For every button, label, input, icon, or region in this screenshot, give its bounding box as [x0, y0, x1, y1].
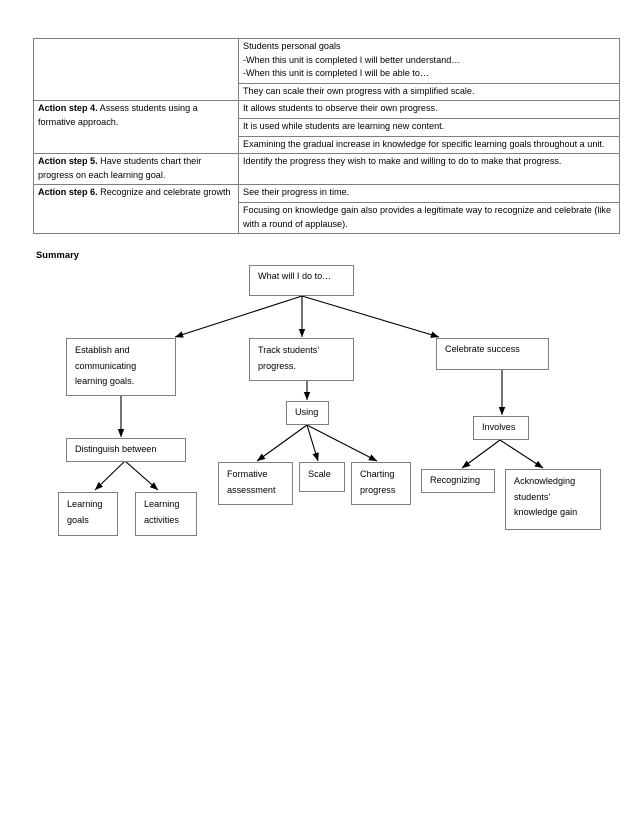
- node-root[interactable]: What will I do to…: [249, 265, 354, 296]
- node-formative-assessment[interactable]: Formative assessment: [218, 462, 293, 505]
- action-step-5-label: Action step 5.: [38, 156, 98, 167]
- node-involves-label: Involves: [482, 422, 516, 432]
- connector-root-to-celebrate: [301, 295, 440, 338]
- cell-line: -When this unit is completed I will bett…: [243, 54, 461, 65]
- node-using[interactable]: Using: [286, 401, 329, 425]
- connector-distinguish-to-goals: [94, 460, 126, 491]
- connector-involves-to-acknowledging: [499, 439, 544, 469]
- action-step-4-label: Action step 4.: [38, 103, 98, 114]
- cell-line: Students personal goals: [243, 41, 341, 51]
- node-acknowledging-knowledge-gain[interactable]: Acknowledging students’ knowledge gain: [505, 469, 601, 530]
- table-row: Action step 5. Have students chart their…: [33, 153, 620, 186]
- action-step-5-text: Have students chart their progress on ea…: [38, 156, 202, 180]
- table-cell-identify-progress: Identify the progress they wish to make …: [238, 153, 620, 186]
- summary-heading: Summary: [36, 250, 80, 260]
- cell-line: -When this unit is completed I will be a…: [243, 68, 430, 79]
- summary-table-container: Students personal goals -When this unit …: [33, 37, 620, 235]
- node-track-progress[interactable]: Track students’ progress.: [249, 338, 354, 381]
- table-cell-blank: [33, 37, 239, 102]
- node-recognizing[interactable]: Recognizing: [421, 469, 495, 493]
- table-cell-action-step-5: Action step 5. Have students chart their…: [33, 153, 239, 186]
- action-step-6-label: Action step 6.: [38, 187, 98, 198]
- node-establish-learning-goals[interactable]: Establish and communicating learning goa…: [66, 338, 176, 396]
- connector-involves-to-recognizing: [461, 439, 501, 469]
- connector-using-to-formative: [256, 424, 308, 462]
- connector-root-to-establish: [174, 295, 303, 338]
- node-root-label: What will I do to…: [258, 271, 332, 281]
- node-celebrate-label: Celebrate success: [445, 344, 520, 354]
- table-row: Students personal goals -When this unit …: [33, 37, 620, 102]
- node-recognizing-label: Recognizing: [430, 475, 481, 485]
- node-learning-goals[interactable]: Learning goals: [58, 492, 118, 536]
- connector-using-to-scale: [306, 424, 319, 462]
- node-charting-label: Charting progress: [360, 469, 396, 495]
- node-charting-progress[interactable]: Charting progress: [351, 462, 411, 505]
- connector-distinguish-to-activities: [124, 460, 159, 491]
- action-steps-table: Students personal goals -When this unit …: [33, 37, 620, 235]
- table-row: Focusing on knowledge gain also provides…: [34, 201, 620, 235]
- node-distinguish-between[interactable]: Distinguish between: [66, 438, 186, 462]
- node-acknowledging-label: Acknowledging students’ knowledge gain: [514, 476, 578, 518]
- node-learning-activities[interactable]: Learning activities: [135, 492, 197, 536]
- node-celebrate-success[interactable]: Celebrate success: [436, 338, 549, 370]
- connector-using-to-charting: [306, 424, 378, 462]
- node-distinguish-label: Distinguish between: [75, 444, 157, 454]
- table-cell-personal-goals: Students personal goals -When this unit …: [238, 38, 620, 84]
- table-cell-knowledge-gain: Focusing on knowledge gain also provides…: [238, 201, 620, 235]
- node-formative-label: Formative assessment: [227, 469, 276, 495]
- node-using-label: Using: [295, 407, 319, 417]
- action-step-4-text: Assess students using a formative approa…: [38, 103, 198, 127]
- node-learning-goals-label: Learning goals: [67, 499, 103, 525]
- node-track-label: Track students’ progress.: [258, 345, 319, 371]
- node-scale[interactable]: Scale: [299, 462, 345, 492]
- node-scale-label: Scale: [308, 469, 331, 479]
- node-involves[interactable]: Involves: [473, 416, 529, 440]
- node-learning-activities-label: Learning activities: [144, 499, 180, 525]
- node-establish-label: Establish and communicating learning goa…: [75, 345, 137, 387]
- action-step-6-text: Recognize and celebrate growth: [97, 187, 231, 198]
